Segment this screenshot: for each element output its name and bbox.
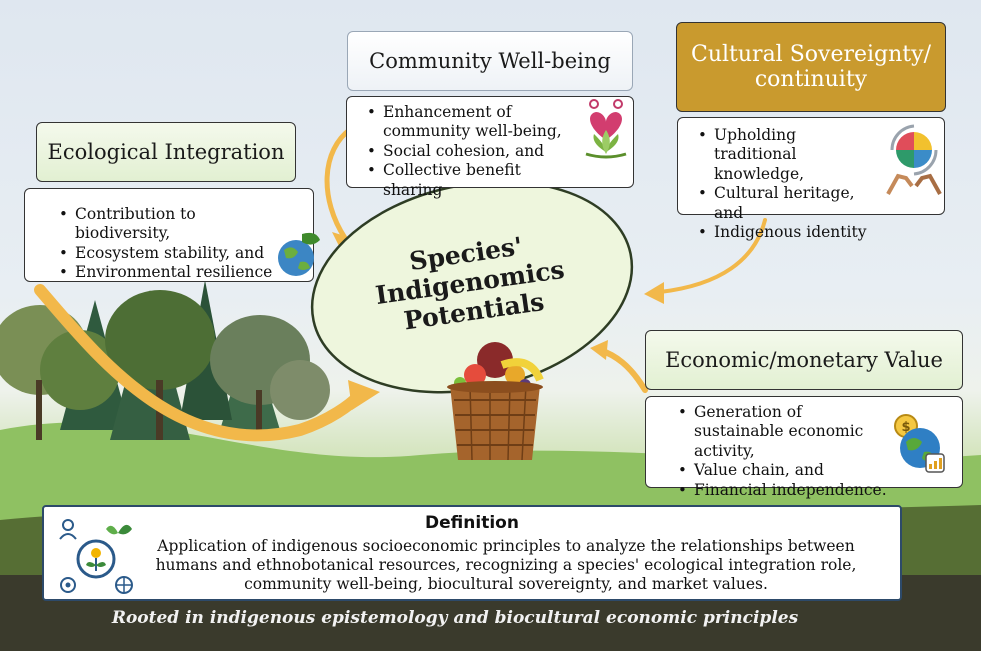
economic-title-box: Economic/monetary Value: [645, 330, 963, 390]
svg-text:$: $: [901, 420, 910, 435]
arrow-economic: [597, 347, 648, 393]
definition-box: Definition Application of indigenous soc…: [42, 505, 902, 601]
cultural-item: Indigenous identity: [688, 223, 874, 242]
cultural-item: Upholding traditional knowledge,: [688, 126, 874, 184]
footer-tagline: Rooted in indigenous epistemology and bi…: [111, 608, 799, 628]
community-growth-icon: [59, 519, 133, 594]
cultural-title-line2: continuity: [754, 67, 868, 92]
definition-text: Application of indigenous socioeconomic …: [155, 537, 857, 593]
arrow-community: [324, 125, 355, 241]
money-globe-icon: $: [894, 414, 945, 473]
arrow-ecological: [34, 284, 366, 442]
economic-item: Generation of sustainable economic activ…: [668, 403, 890, 461]
cultural-title-box: Cultural Sovereignty/ continuity: [676, 22, 946, 112]
economic-list: Generation of sustainable economic activ…: [668, 403, 890, 500]
cultural-title-line1: Cultural Sovereignty/: [691, 41, 931, 67]
arrowhead-ecological: [348, 380, 380, 410]
earth-leaf-icon: [278, 232, 320, 276]
ecological-title-box: Ecological Integration: [36, 122, 296, 182]
ecological-list: Contribution to biodiversity, Ecosystem …: [49, 205, 273, 283]
arrowhead-economic: [590, 340, 608, 360]
definition-title: Definition: [425, 513, 519, 533]
ecological-item: Ecosystem stability, and: [49, 244, 273, 263]
community-list-box: Enhancement of community well-being, Soc…: [346, 96, 634, 199]
cultural-list: Upholding traditional knowledge, Cultura…: [688, 126, 874, 242]
community-item: Collective benefit sharing: [357, 161, 577, 200]
community-item: Enhancement of community well-being,: [357, 103, 577, 142]
community-item: Social cohesion, and: [357, 142, 577, 161]
community-title-box: Community Well-being: [347, 31, 633, 91]
community-list: Enhancement of community well-being, Soc…: [357, 103, 577, 200]
arrowhead-cultural: [644, 282, 664, 304]
puzzle-hands-icon: [886, 124, 942, 195]
economic-title: Economic/monetary Value: [665, 348, 943, 372]
economic-item: Value chain, and: [668, 461, 890, 480]
ecological-title: Ecological Integration: [47, 140, 285, 164]
economic-item: Financial independence.: [668, 481, 890, 500]
fruit-basket-icon: [447, 342, 544, 461]
ecological-item: Contribution to biodiversity,: [49, 205, 273, 244]
ecological-item: Environmental resilience: [49, 263, 273, 282]
lotus-heart-icon: [585, 99, 627, 159]
forest-trees: [0, 280, 330, 440]
ecological-list-box: Contribution to biodiversity, Ecosystem …: [24, 188, 314, 282]
community-title: Community Well-being: [369, 49, 611, 73]
cultural-item: Cultural heritage, and: [688, 184, 874, 223]
